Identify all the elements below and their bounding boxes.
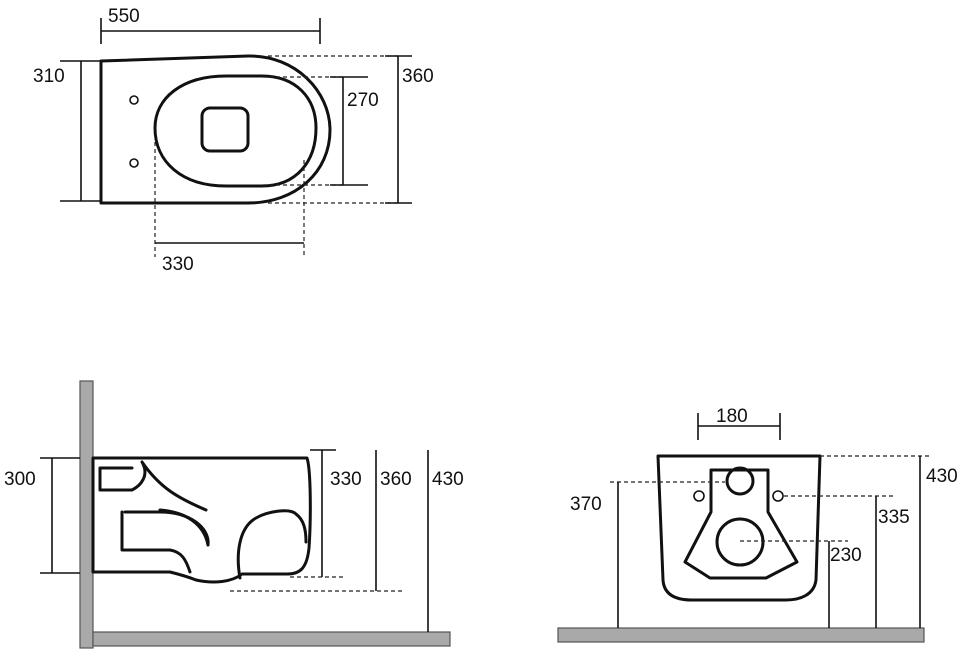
top-view-outline [99,54,332,205]
dim-label-270: 270 [347,90,379,111]
top-view: 550 310 360 270 330 [33,6,434,275]
top-view-drain [200,106,250,153]
rear-floor [557,627,925,643]
dim-label-300: 300 [4,469,36,490]
dim-label-330: 330 [162,254,194,275]
dim-label-230: 230 [830,545,862,566]
top-view-bowl [153,74,318,188]
wall [79,380,94,649]
side-view-bowl-curve [158,508,308,580]
dim-label-180: 180 [716,406,748,427]
rear-fixing-hole-right [772,490,784,502]
dim-label-335: 335 [878,507,910,528]
rear-view-body [656,454,822,602]
side-view-trap [98,460,210,547]
dim-label-310: 310 [33,66,65,87]
side-view-body [91,456,312,584]
dim-label-370: 370 [570,494,602,515]
dim-label-360: 360 [402,66,434,87]
side-view: 300 330 360 430 [4,380,464,649]
dim-label-360-side: 360 [380,469,412,490]
fixing-hole-upper [129,95,139,105]
rear-view: 180 370 430 335 230 [557,406,958,643]
rear-view-inlet [725,466,755,496]
dim-label-430-side: 430 [432,469,464,490]
fixing-hole-lower [129,158,139,168]
dim-label-430-rear: 430 [926,466,958,487]
rear-view-outlet [715,517,765,567]
dim-label-550: 550 [108,6,140,27]
side-view-outlet [120,510,192,574]
dim-label-330-side: 330 [330,469,362,490]
rear-view-inner [683,468,799,580]
rear-fixing-hole-left [693,490,705,502]
floor [92,631,451,647]
